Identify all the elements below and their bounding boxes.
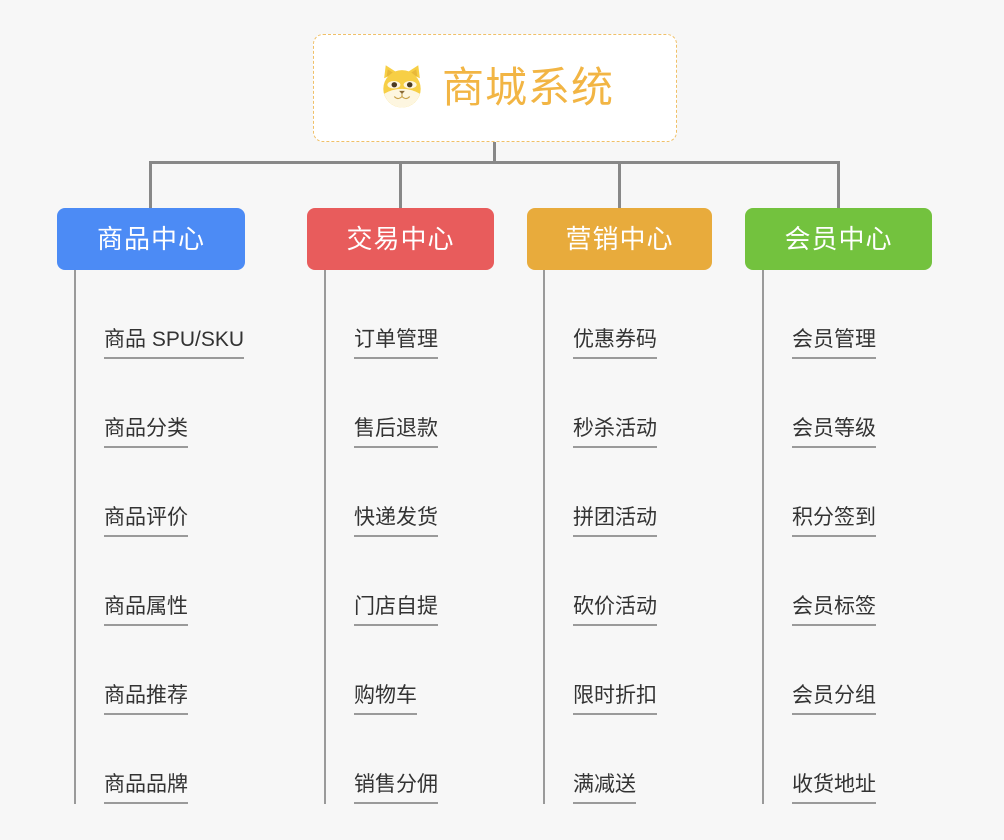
leaf-spine-line [762,270,764,804]
leaf-spine-line [324,270,326,804]
leaf-item[interactable]: 砍价活动 [543,537,657,626]
leaf-item[interactable]: 快递发货 [324,448,438,537]
leaf-label: 快递发货 [354,505,438,537]
leaf-label: 优惠券码 [573,327,657,359]
leaf-label: 订单管理 [354,327,438,359]
root-node[interactable]: 商城系统 [313,34,677,142]
branch-drop-line-1 [149,161,152,208]
category-label: 商品中心 [96,224,205,254]
leaf-spine-line [543,270,545,804]
leaf-item[interactable]: 售后退款 [324,359,438,448]
leaf-item[interactable]: 会员管理 [762,270,876,359]
category-label: 会员中心 [784,224,893,254]
leaf-label: 限时折扣 [573,683,657,715]
leaf-item[interactable]: 拼团活动 [543,448,657,537]
leaf-item[interactable]: 门店自提 [324,537,438,626]
leaf-label: 秒杀活动 [573,416,657,448]
leaf-item[interactable]: 限时折扣 [543,626,657,715]
leaf-item[interactable]: 商品分类 [74,359,188,448]
leaf-label: 销售分佣 [354,772,438,804]
leaf-label: 商品品牌 [104,772,188,804]
leaf-label: 砍价活动 [573,594,657,626]
leaf-label: 积分签到 [792,505,876,537]
leaf-item[interactable]: 商品品牌 [74,715,188,804]
leaf-item[interactable]: 商品评价 [74,448,188,537]
bus-bar-line [149,161,840,164]
branch-drop-line-2 [399,161,402,208]
leaf-label: 售后退款 [354,416,438,448]
leaf-label: 收货地址 [792,772,876,804]
shiba-dog-icon [376,62,428,114]
leaf-item[interactable]: 购物车 [324,626,417,715]
root-title: 商城系统 [441,64,614,111]
leaf-item[interactable]: 会员等级 [762,359,876,448]
leaf-item[interactable]: 销售分佣 [324,715,438,804]
leaf-label: 满减送 [573,772,636,804]
root-stem-line [493,142,496,164]
leaf-item[interactable]: 商品 SPU/SKU [74,270,245,359]
branch-drop-line-4 [837,161,840,208]
leaf-label: 会员分组 [792,683,876,715]
leaf-item[interactable]: 优惠券码 [543,270,657,359]
category-label: 交易中心 [346,224,455,254]
leaf-label: 购物车 [354,683,417,715]
leaf-label: 商品推荐 [104,683,188,715]
leaf-item[interactable]: 会员标签 [762,537,876,626]
leaf-item[interactable]: 商品属性 [74,537,188,626]
leaf-item[interactable]: 收货地址 [762,715,876,804]
category-label: 营销中心 [565,224,674,254]
leaf-item[interactable]: 商品推荐 [74,626,188,715]
leaf-label: 门店自提 [354,594,438,626]
leaf-item[interactable]: 秒杀活动 [543,359,657,448]
category-node-member[interactable]: 会员中心 [745,208,932,270]
leaf-label: 商品属性 [104,594,188,626]
category-node-product[interactable]: 商品中心 [57,208,245,270]
category-node-marketing[interactable]: 营销中心 [527,208,712,270]
leaf-item[interactable]: 会员分组 [762,626,876,715]
leaf-label: 会员标签 [792,594,876,626]
leaf-label: 拼团活动 [573,505,657,537]
leaf-label: 商品 SPU/SKU [104,327,245,359]
leaf-label: 会员管理 [792,327,876,359]
category-node-trade[interactable]: 交易中心 [307,208,494,270]
branch-drop-line-3 [618,161,621,208]
leaf-item[interactable]: 积分签到 [762,448,876,537]
leaf-label: 会员等级 [792,416,876,448]
leaf-spine-line [74,270,76,804]
leaf-label: 商品分类 [104,416,188,448]
leaf-label: 商品评价 [104,505,188,537]
leaf-item[interactable]: 满减送 [543,715,636,804]
leaf-item[interactable]: 订单管理 [324,270,438,359]
